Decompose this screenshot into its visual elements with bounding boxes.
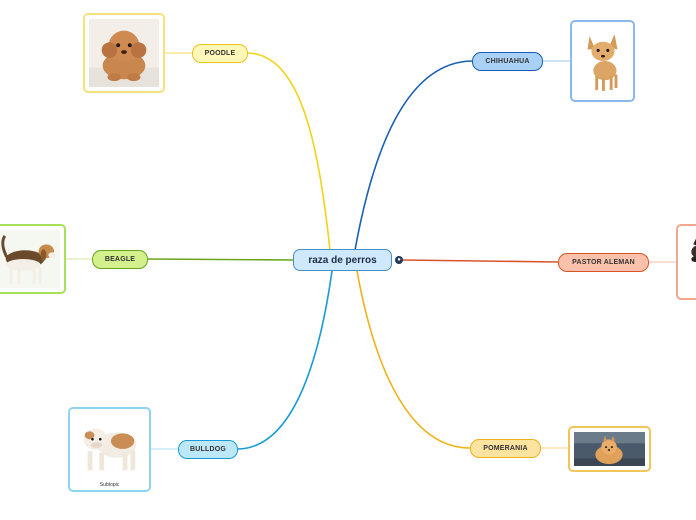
connector-bulldog <box>237 270 333 450</box>
bulldog-photo[interactable]: Subtopic <box>68 407 151 492</box>
branch-beagle[interactable]: BEAGLE <box>92 250 148 269</box>
german-shepherd-photo[interactable] <box>676 224 696 300</box>
chihuahua-icon <box>576 26 629 96</box>
branch-pastor-aleman[interactable]: PASTOR ALEMAN <box>558 253 649 272</box>
bulldog-icon <box>74 413 145 479</box>
beagle-photo[interactable] <box>0 224 66 294</box>
connector-chihuahua <box>354 60 473 251</box>
connector-pastor-aleman <box>401 259 559 263</box>
branch-poodle[interactable]: POODLE <box>192 44 248 63</box>
connector-poodle <box>247 52 331 251</box>
chihuahua-photo[interactable] <box>570 20 635 102</box>
connector-pomerania <box>356 270 471 449</box>
globe-icon[interactable]: ● <box>395 256 403 264</box>
pomeranian-photo[interactable] <box>568 426 651 472</box>
beagle-icon <box>0 230 60 288</box>
branch-chihuahua[interactable]: CHIHUAHUA <box>472 52 543 71</box>
central-topic[interactable]: raza de perros <box>293 249 392 271</box>
pomeranian-icon <box>574 432 645 466</box>
bulldog-caption: Subtopic <box>99 482 120 488</box>
poodle-photo[interactable] <box>83 13 165 93</box>
poodle-icon <box>89 19 159 87</box>
branch-pomerania[interactable]: POMERANIA <box>470 439 541 458</box>
connector-beagle <box>147 258 294 261</box>
branch-bulldog[interactable]: BULLDOG <box>178 440 238 459</box>
german-shepherd-icon <box>682 231 696 293</box>
